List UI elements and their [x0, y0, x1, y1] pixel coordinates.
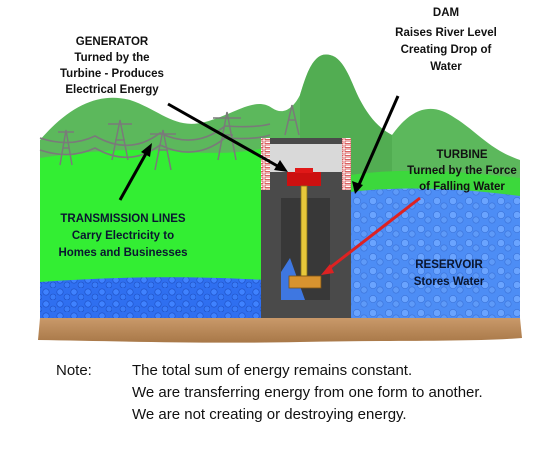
generator	[287, 168, 321, 186]
generator-line-1: Turned by the	[74, 52, 149, 64]
generator-line-2: Turbine - Produces	[60, 68, 164, 80]
dam-line-2: Creating Drop of	[401, 44, 492, 56]
note-line-2: We are transferring energy from one form…	[132, 384, 483, 401]
dam-label: DAM Raises River Level Creating Drop of …	[395, 7, 497, 73]
turbine-title: TURBINE	[436, 149, 487, 161]
transmission-label: TRANSMISSION LINES Carry Electricity to …	[58, 213, 187, 259]
transmission-line-2: Homes and Businesses	[58, 247, 187, 259]
reservoir-water	[350, 188, 520, 318]
turbine-label: TURBINE Turned by the Force of Falling W…	[407, 149, 517, 193]
note-heading: Note:	[56, 362, 92, 379]
turbine-line-2: of Falling Water	[419, 181, 505, 193]
generator-line-3: Electrical Energy	[65, 84, 159, 96]
grass-field	[40, 148, 265, 290]
reservoir-line-1: Stores Water	[414, 276, 485, 288]
dam-title: DAM	[433, 7, 459, 19]
note-line-3: We are not creating or destroying energy…	[132, 406, 407, 423]
callout-arrows	[118, 95, 421, 275]
turbine-shaft	[300, 185, 308, 277]
reservoir-label: RESERVOIR Stores Water	[414, 259, 485, 288]
dam-line-1: Raises River Level	[395, 27, 497, 39]
river-water	[40, 277, 265, 318]
note-line-1: The total sum of energy remains constant…	[132, 362, 413, 379]
dam-line-3: Water	[430, 61, 462, 73]
generator-title: GENERATOR	[76, 36, 149, 48]
turbine-line-1: Turned by the Force	[407, 165, 517, 177]
transmission-line-1: Carry Electricity to	[72, 230, 174, 242]
ground-strip	[38, 318, 522, 343]
reservoir-title: RESERVOIR	[415, 259, 483, 271]
generator-label: GENERATOR Turned by the Turbine - Produc…	[60, 36, 164, 96]
turbine	[288, 275, 322, 289]
transmission-title: TRANSMISSION LINES	[60, 213, 186, 225]
